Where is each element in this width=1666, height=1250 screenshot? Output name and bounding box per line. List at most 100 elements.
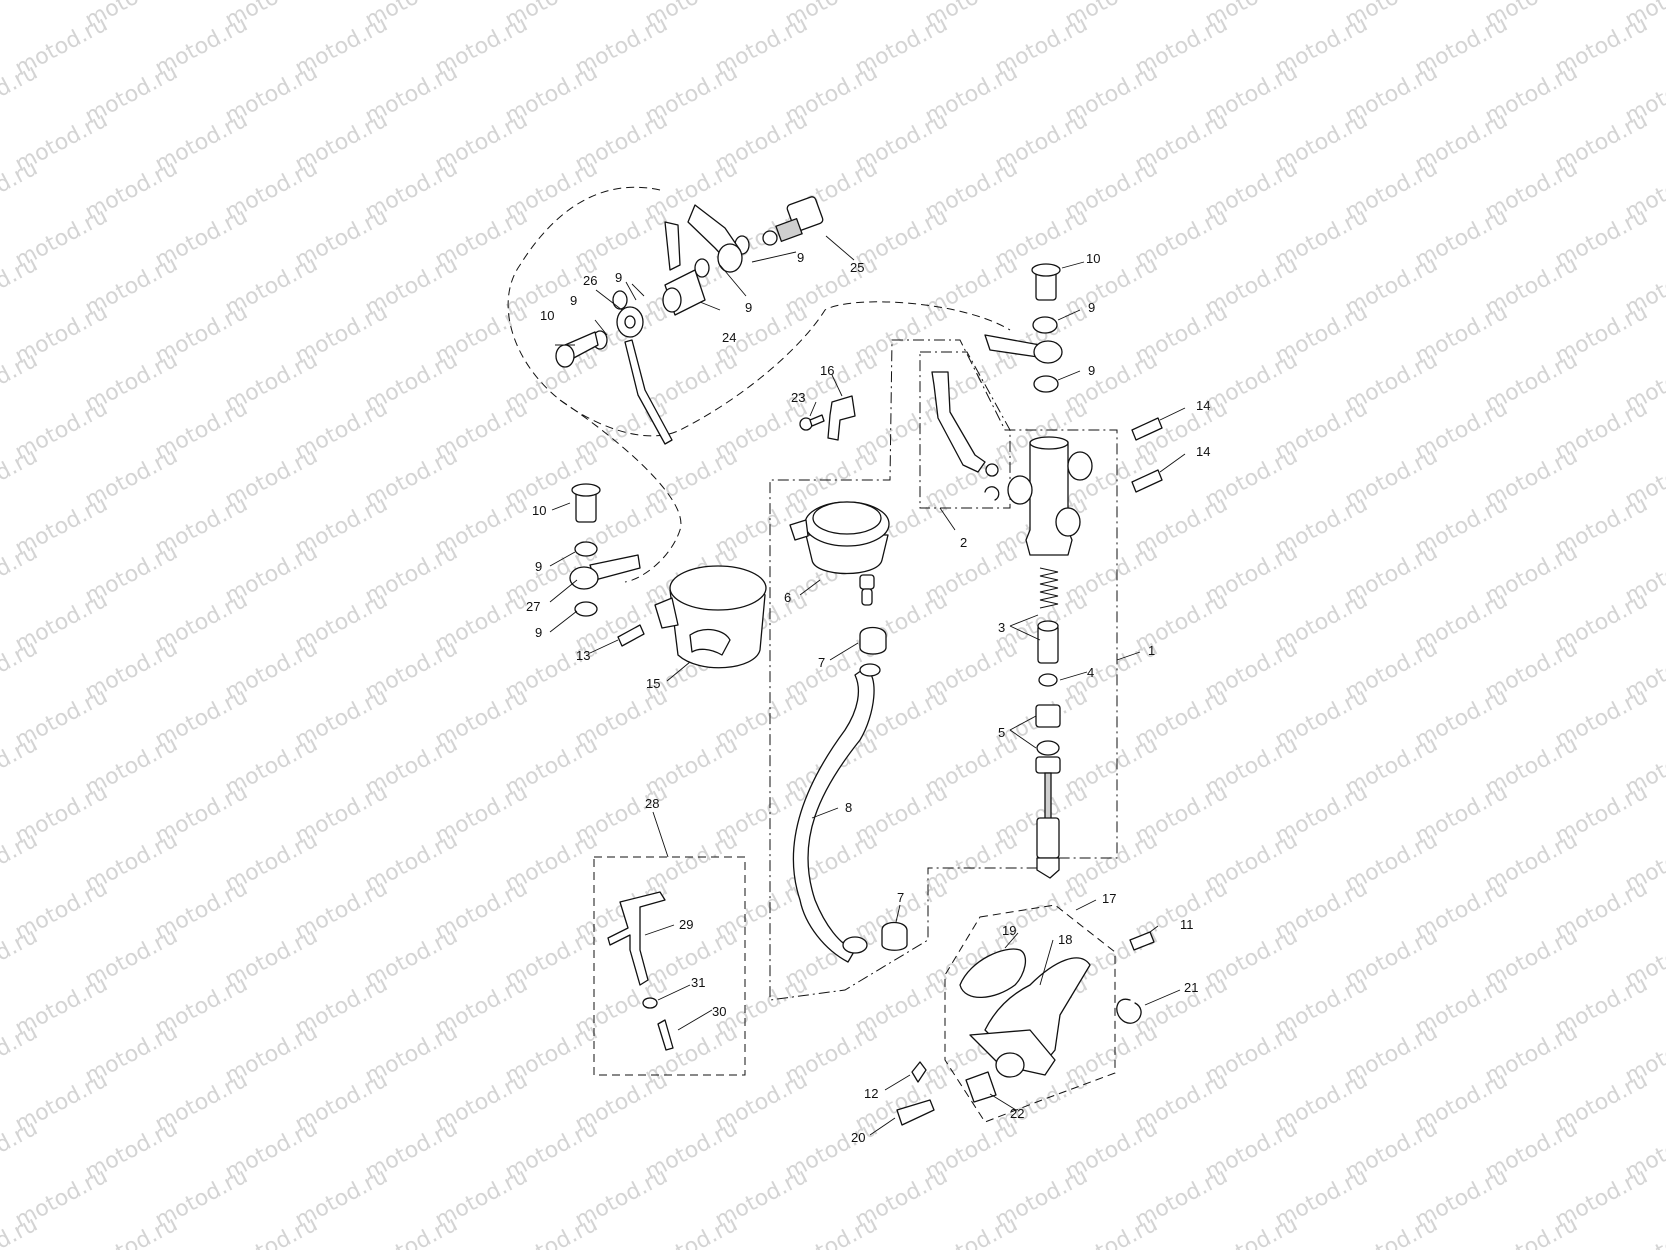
watermark-text: motod.ru (0, 444, 42, 513)
callout-5: 5 (998, 725, 1005, 740)
washer-part-9-lower-top (574, 541, 598, 557)
watermark-text: motod.ru (1341, 1212, 1442, 1250)
bolt-part-10-lower (571, 483, 601, 523)
hose-part-8 (792, 667, 875, 963)
pedal-pivot-hole (995, 1052, 1025, 1078)
callout-9: 9 (535, 625, 542, 640)
watermark-text: motod.ru (0, 636, 42, 705)
watermark-text: motod.ru (501, 1212, 602, 1250)
callout-10: 10 (540, 308, 554, 323)
callout-9: 9 (745, 300, 752, 315)
callout-14: 14 (1196, 398, 1210, 413)
watermark-text: motod.ru (1481, 1212, 1582, 1250)
outline-pedal-17 (944, 904, 1116, 1123)
callout-6: 6 (784, 590, 791, 605)
washer-part-9-lower-bottom (574, 601, 598, 617)
guard-part-15 (654, 565, 767, 669)
leaders (549, 235, 1186, 1136)
pressure-switch-part-25 (762, 196, 824, 246)
banjo-part-26 (616, 306, 673, 445)
callout-9: 9 (1088, 363, 1095, 378)
callout-9: 9 (1088, 300, 1095, 315)
watermark-text: motod.ru (0, 540, 42, 609)
banjo-part-27 (569, 554, 641, 590)
outline-bracket-28 (593, 856, 746, 1076)
watermark-text: motod.ru (0, 924, 42, 993)
bolt-part-30 (657, 1019, 674, 1051)
watermark-text: motod.ru (1621, 1212, 1666, 1250)
washer-part-9-mid (694, 258, 710, 278)
callout-14: 14 (1196, 444, 1210, 459)
pedal-lever (969, 1029, 1056, 1076)
callout-28: 28 (645, 796, 659, 811)
washer-part-9-right-top (1032, 316, 1058, 334)
callout-11: 11 (1180, 917, 1194, 932)
callout-3: 3 (998, 620, 1005, 635)
banjo-bolt-part-10-left (555, 331, 599, 368)
watermark-text: motod.ru (0, 348, 42, 417)
pipe-seal (985, 463, 999, 477)
spring-part-21 (1116, 998, 1142, 1024)
outline-lower-hose-group (559, 399, 682, 583)
outline-assembly-1 (769, 339, 1118, 1001)
callout-21: 21 (1184, 980, 1198, 995)
callout-22: 22 (1010, 1106, 1024, 1121)
adaptor-part-24 (662, 221, 706, 316)
callout-17: 17 (1102, 891, 1116, 906)
watermark-text: motod.ru (81, 1212, 182, 1250)
clamp-part-7-upper (859, 626, 887, 655)
callout-27: 27 (526, 599, 540, 614)
callout-19: 19 (1002, 923, 1016, 938)
pushrod (1036, 772, 1060, 879)
watermark-text: motod.ru (0, 156, 42, 225)
parts (555, 196, 1163, 1126)
callout-8: 8 (845, 800, 852, 815)
clamp-part-7-lower (881, 921, 908, 951)
bush-part-22 (965, 1071, 997, 1103)
banjo-eye-upper (717, 243, 743, 273)
callout-23: 23 (791, 390, 805, 405)
bolt-part-10-right (1031, 263, 1061, 301)
callout-20: 20 (851, 1130, 865, 1145)
circlip-small (984, 486, 1000, 501)
callout-9: 9 (615, 270, 622, 285)
washer-part-31 (642, 997, 658, 1009)
outline-assembly-2 (919, 351, 1011, 509)
callout-24: 24 (722, 330, 736, 345)
callout-12: 12 (864, 1086, 878, 1101)
pipe-part-2 (931, 371, 986, 473)
callout-2: 2 (960, 535, 967, 550)
washer-part-9-right-bottom (1033, 375, 1059, 393)
bolt-part-11 (1129, 931, 1155, 951)
watermark-text: motod.ru (361, 1212, 462, 1250)
callout-16: 16 (820, 363, 834, 378)
callout-10: 10 (532, 503, 546, 518)
callout-4: 4 (1087, 665, 1094, 680)
callout-9: 9 (535, 559, 542, 574)
screw-part-13 (617, 624, 645, 647)
banjo-right (984, 334, 1063, 364)
callout-29: 29 (679, 917, 693, 932)
watermark-text: motod.ru (0, 1116, 42, 1185)
piston-part-3 (1037, 620, 1059, 664)
bolt-part-14-lower (1131, 469, 1163, 493)
watermark-text: motod.ru (641, 1212, 742, 1250)
watermark-text: motod.ru (1061, 1212, 1162, 1250)
spring-part-3 (1039, 567, 1059, 609)
outline-upper-hose-group (507, 186, 1011, 437)
pivot-bolt-part-20 (896, 1099, 935, 1126)
watermark-text: motod.ru (921, 1212, 1022, 1250)
callout-1: 1 (1148, 643, 1155, 658)
reservoir-part-6 (789, 501, 890, 606)
clip-part-16 (827, 395, 856, 441)
callout-26: 26 (583, 273, 597, 288)
callout-25: 25 (850, 260, 864, 275)
watermark-text: motod.ru (0, 828, 42, 897)
watermark-text: motod.ru (0, 252, 42, 321)
seal-part-5 (1035, 704, 1061, 774)
callout-18: 18 (1058, 932, 1072, 947)
callout-15: 15 (646, 676, 660, 691)
watermark-text: motod.ru (1201, 1212, 1302, 1250)
bracket-part-29 (607, 891, 666, 986)
group-outlines (507, 186, 1118, 1123)
